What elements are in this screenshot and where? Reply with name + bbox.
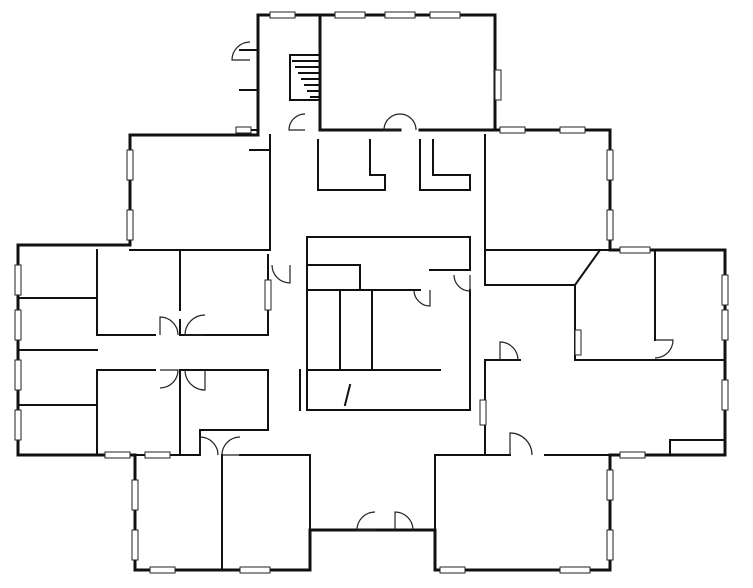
window (559, 566, 591, 574)
window (494, 69, 502, 101)
wall (179, 254, 269, 336)
window (144, 451, 171, 459)
door-swing (231, 41, 251, 61)
wall (306, 264, 361, 291)
wall (239, 454, 311, 531)
window (235, 126, 252, 134)
door-swing (159, 316, 179, 336)
wall (574, 284, 656, 361)
window (239, 566, 271, 574)
window (104, 451, 131, 459)
wall (96, 249, 156, 336)
wall (484, 134, 611, 251)
window (619, 451, 646, 459)
door-swing (199, 436, 219, 456)
door-swing (159, 369, 179, 389)
window (429, 11, 461, 19)
door-swing (184, 314, 206, 336)
window (439, 566, 466, 574)
wall (484, 248, 602, 286)
door-swing (356, 511, 376, 531)
window (14, 309, 22, 341)
door-swing (453, 274, 471, 292)
door-swing (654, 339, 674, 359)
window (126, 209, 134, 241)
window (619, 246, 651, 254)
window (131, 479, 139, 511)
window (264, 279, 272, 311)
door-swing (499, 341, 519, 361)
door-swing (184, 369, 206, 391)
window (14, 409, 22, 441)
wall (306, 236, 471, 411)
wall (306, 236, 471, 271)
window (131, 529, 139, 561)
window (606, 469, 614, 501)
wall (318, 13, 402, 132)
wall (289, 54, 319, 101)
wall (419, 139, 471, 191)
wall (343, 383, 352, 407)
wall (129, 134, 271, 251)
window (14, 359, 22, 391)
window (384, 11, 416, 19)
window (126, 149, 134, 181)
window (14, 264, 22, 296)
door-swing (413, 289, 431, 307)
window (721, 379, 729, 411)
door-swing (271, 264, 291, 284)
window (606, 209, 614, 241)
window (559, 126, 586, 134)
window (721, 274, 729, 306)
window (269, 11, 296, 19)
wall (669, 439, 726, 456)
window (334, 11, 366, 19)
window (479, 399, 487, 426)
door-swing (509, 432, 533, 456)
door-swing (394, 511, 414, 531)
window (606, 149, 614, 181)
window (499, 126, 526, 134)
wall (179, 369, 269, 456)
door-swing (383, 113, 417, 131)
wall (317, 139, 386, 191)
door-swing (288, 113, 306, 131)
window (149, 566, 176, 574)
window (721, 309, 729, 341)
door-swing (221, 436, 241, 456)
window (606, 529, 614, 561)
window (574, 329, 582, 356)
